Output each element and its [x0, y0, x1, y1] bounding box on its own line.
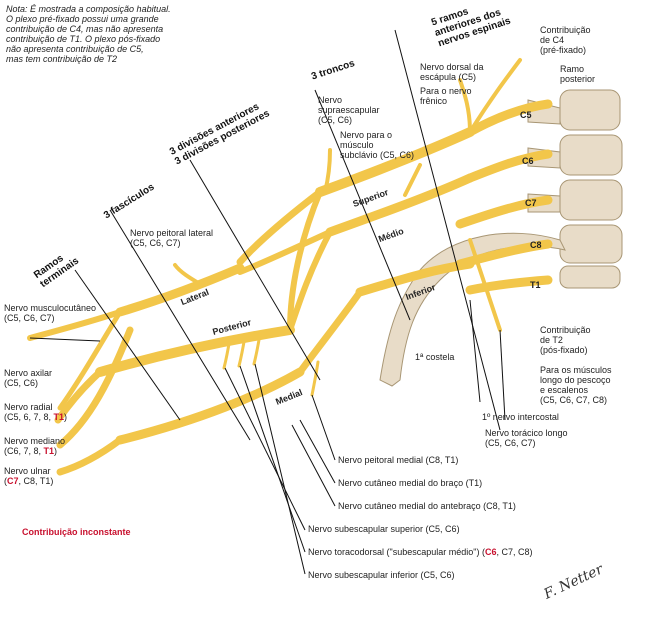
trunk-superior: [315, 127, 475, 197]
division-anterior: [236, 188, 324, 266]
leader-medial-cut-arm: [299, 419, 336, 484]
root-t1: [465, 275, 553, 295]
note-line: não apresenta contribuição de C5,: [6, 44, 144, 54]
root-c5: [465, 99, 553, 137]
label-lateral-pectoral: Nervo peitoral lateral (C5, C6, C7): [130, 228, 214, 248]
label-musculocutaneous: Nervo musculocutâneo (C5, C6, C7): [4, 303, 97, 323]
root-label-c7: C7: [525, 198, 537, 208]
leader-musculocutaneous: [29, 337, 101, 342]
leader-medial-pectoral: [311, 394, 336, 461]
label-long-thoracic: Nervo torácico longo (C5, C6, C7): [485, 428, 568, 448]
leader-lower-subscapular: [254, 363, 306, 575]
section-line-roots: [394, 29, 501, 431]
label-median: Nervo mediano (C6, 7, 8, T1): [4, 436, 66, 456]
nerve-network: [27, 58, 553, 476]
vertebral-column: [527, 89, 623, 289]
label-suprascapular: Nervo supraescapular (C5, C6): [318, 95, 380, 125]
nerve-ulnar: [56, 436, 124, 476]
label-medial-cutaneous-forearm: Nervo cutâneo medial do antebraço (C8, T…: [338, 501, 516, 511]
root-label-c6: C6: [522, 156, 534, 166]
section-line-trunks: [314, 89, 411, 321]
label-ulnar: Nervo ulnar (C7, C8, T1): [4, 466, 54, 486]
legend-inconstant-contribution: Contribuição inconstante: [22, 527, 131, 537]
branch-medial-pectoral: [310, 360, 320, 397]
vertebra-t2: [559, 265, 621, 289]
division-posterior: [287, 189, 323, 333]
vertebra-c5: [559, 89, 621, 131]
label-medial-cutaneous-arm: Nervo cutâneo medial do braço (T1): [338, 478, 483, 488]
trunk-middle: [325, 173, 475, 237]
branch-dorsal-scapular: [458, 78, 472, 134]
section-line-divisions: [189, 159, 321, 381]
label-subclavius: Nervo para o músculo subclávio (C5, C6): [340, 130, 415, 160]
note-line: mas tem contribuição de T2: [6, 54, 118, 64]
branch-long-thoracic: [468, 238, 502, 332]
branch-upper-subscapular: [222, 336, 232, 370]
leader-long-thoracic: [499, 329, 506, 421]
branch-c4: [468, 58, 522, 134]
division-anterior: [296, 288, 364, 376]
nerve-median: [56, 326, 134, 449]
note-line: contribuição de T1. O plexo pós-fixado: [6, 34, 161, 44]
root-c6: [465, 149, 553, 183]
leader-thoracodorsal: [239, 365, 306, 553]
section-line-terminals: [74, 269, 181, 421]
label-thoracodorsal: Nervo toracodorsal ("subescapular médio"…: [308, 547, 533, 557]
label-lower-subscapular: Nervo subescapular inferior (C5, C6): [308, 570, 455, 580]
label-t2-contribution: Contribuição de T2 (pós-fixado): [540, 325, 591, 355]
nerve-radial: [54, 368, 104, 424]
leader-lines: [29, 29, 506, 575]
division-anterior: [237, 229, 333, 275]
branch-thoracodorsal: [237, 334, 247, 368]
note-line: O plexo pré-fixado possui uma grande: [6, 14, 159, 24]
label-phrenic: Para o nervo frênico: [420, 86, 472, 106]
composition-note: Nota: É mostrada a composição habitual. …: [6, 4, 171, 64]
root-label-t1: T1: [530, 280, 541, 290]
cord-posterior: [95, 325, 295, 377]
root-c7: [455, 195, 553, 229]
nerve-musculocutaneous: [27, 309, 123, 341]
label-upper-subscapular: Nervo subescapular superior (C5, C6): [308, 524, 460, 534]
cord-lateral: [115, 263, 245, 317]
root-label-c5: C5: [520, 110, 532, 120]
label-posterior-ramus: Ramo posterior: [560, 64, 596, 84]
vertebra-c7: [559, 179, 623, 221]
nerve-axillary: [57, 309, 123, 411]
leader-medial-cut-forearm: [291, 424, 336, 507]
label-first-intercostal: 1º nervo intercostal: [482, 412, 559, 422]
label-radial: Nervo radial (C5, 6, 7, 8, T1): [4, 402, 68, 422]
label-medial-pectoral: Nervo peitoral medial (C8, T1): [338, 455, 459, 465]
note-line: contribuição de C4, mas não apresenta: [6, 24, 164, 34]
label-c4-contribution: Contribuição de C4 (pré-fixado): [540, 25, 591, 55]
vertebra-c6: [559, 134, 623, 176]
branch-suprascapular: [323, 148, 332, 194]
note-line: Nota: É mostrada a composição habitual.: [6, 4, 171, 14]
section-line-cords: [109, 209, 251, 441]
leader-upper-subscapular: [224, 367, 306, 531]
label-longus-scalenes: Para os músculos longo do pescoço e esca…: [540, 365, 612, 405]
label-axillary: Nervo axilar (C5, C6): [4, 368, 53, 388]
branch-lateral-pectoral: [173, 263, 202, 286]
division-posterior: [287, 229, 333, 333]
branch-subclavius: [403, 163, 422, 197]
label-dorsal-scapular: Nervo dorsal da escápula (C5): [420, 62, 484, 82]
rib-label: 1ª costela: [415, 352, 455, 362]
trunk-inferior: [355, 259, 475, 297]
vertebra-t1: [559, 224, 623, 264]
branch-lower-subscapular: [252, 332, 262, 366]
cord-medial: [115, 367, 305, 445]
root-label-c8: C8: [530, 240, 542, 250]
leader-intercostal: [469, 299, 481, 403]
